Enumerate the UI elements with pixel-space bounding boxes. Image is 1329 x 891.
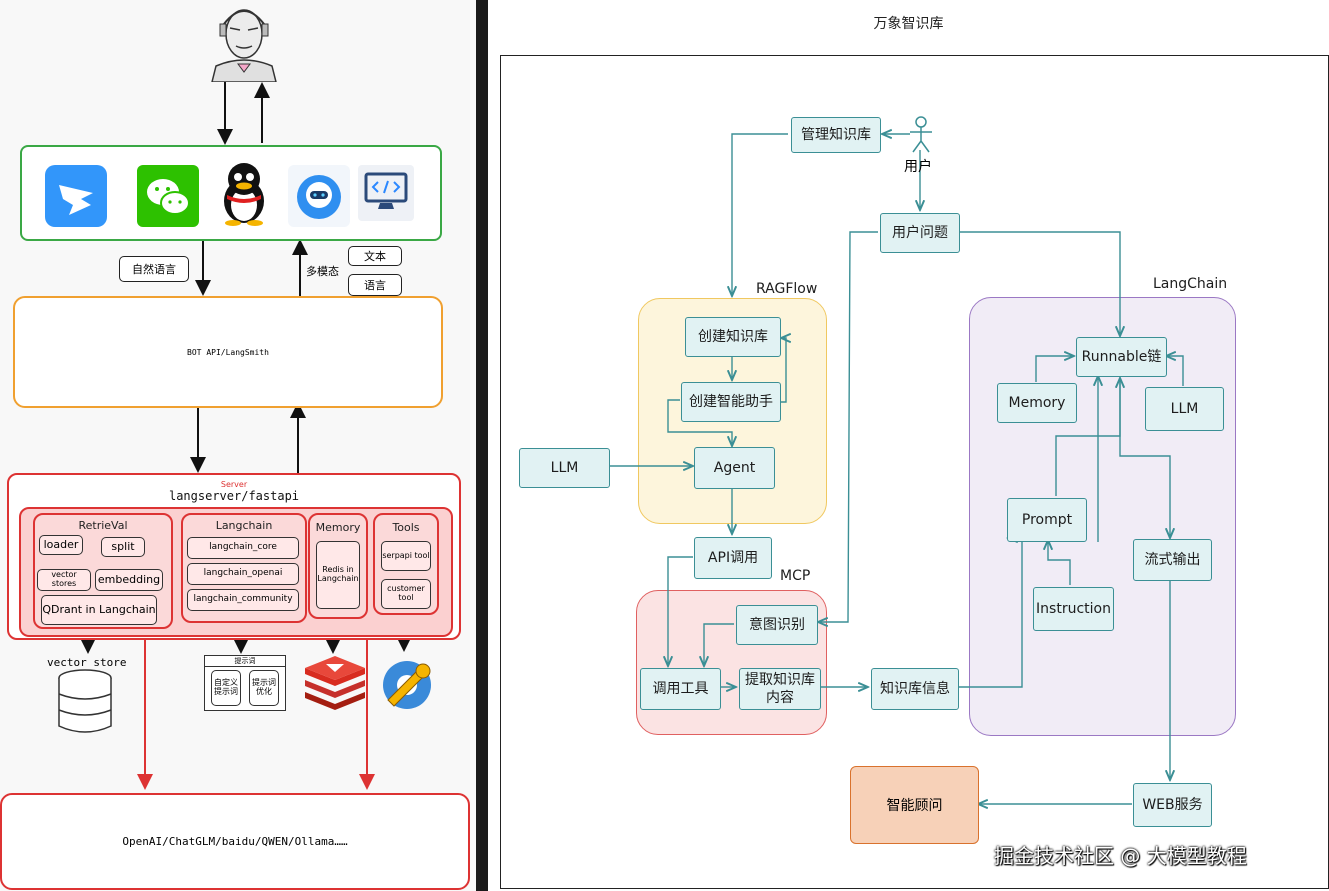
create-assistant-node: 创建智能助手 xyxy=(681,382,781,422)
voice-note: 语言 xyxy=(348,274,402,296)
memory-module: Memory Redis in Langchain xyxy=(308,513,368,619)
prompt-card-title: 提示词 xyxy=(205,656,285,667)
natural-language-note: 自然语言 xyxy=(119,256,189,282)
database-icon xyxy=(58,669,112,733)
bot-assistant-icon[interactable] xyxy=(288,165,350,227)
web-console-icon[interactable] xyxy=(358,165,414,221)
vector-store-label: vector store xyxy=(47,656,127,669)
agent-node: Agent xyxy=(694,447,775,489)
prompt-card: 提示词 自定义提示词 提示词优化 xyxy=(204,655,286,711)
memory-title: Memory xyxy=(315,521,361,534)
custom-prompt-node: 自定义提示词 xyxy=(211,670,241,706)
runnable-node: Runnable链 xyxy=(1076,337,1167,377)
user-question-node: 用户问题 xyxy=(880,213,960,253)
watermark: 掘金技术社区 @ 大模型教程 xyxy=(994,844,1247,868)
vector-stores-node: vector stores xyxy=(37,569,91,591)
instruction-node: Instruction xyxy=(1033,587,1114,631)
langchain-title: Langchain xyxy=(215,519,273,532)
api-call-node: API调用 xyxy=(694,537,772,579)
tools-title: Tools xyxy=(392,521,420,534)
smart-advisor-node: 智能顾问 xyxy=(850,766,979,844)
qdrant-node: QDrant in Langchain xyxy=(41,595,157,625)
llm-providers-box: OpenAI/ChatGLM/baidu/QWEN/Ollama…… xyxy=(0,793,470,890)
bot-api-box: BOT API/LangSmith xyxy=(13,296,443,408)
server-label: Server xyxy=(220,480,248,489)
prompt-node: Prompt xyxy=(1007,498,1087,542)
prompt-optimize-node: 提示词优化 xyxy=(249,670,279,706)
kb-info-node: 知识库信息 xyxy=(871,668,959,710)
extract-kb-node: 提取知识库内容 xyxy=(739,668,821,710)
wechat-icon[interactable] xyxy=(137,165,199,227)
llm-input-node: LLM xyxy=(519,448,610,488)
architecture-panel: 自然语言 多模态 文本 语言 BOT API/LangSmith Server … xyxy=(0,0,476,891)
embedding-node: embedding xyxy=(95,569,163,591)
redis-icon xyxy=(305,656,365,710)
stream-output-node: 流式输出 xyxy=(1133,539,1212,581)
memory-node: Memory xyxy=(997,383,1077,423)
tools-gear-icon xyxy=(383,661,431,709)
serpapi-tool-node: serpapi tool xyxy=(381,541,431,571)
multimodal-label: 多模态 xyxy=(306,265,339,278)
langchain-community-node: langchain_community xyxy=(187,589,299,611)
text-note: 文本 xyxy=(348,246,402,266)
langchain-label: LangChain xyxy=(1153,276,1228,292)
customer-tool-node: customer tool xyxy=(381,579,431,609)
web-service-node: WEB服务 xyxy=(1133,783,1212,827)
wanxiang-kb-diagram: 万象智识库 xyxy=(488,0,1329,891)
qq-penguin-icon[interactable] xyxy=(217,161,271,227)
langchain-core-node: langchain_core xyxy=(187,537,299,559)
mcp-label: MCP xyxy=(780,568,811,584)
loader-node: loader xyxy=(39,535,83,555)
dingtalk-icon[interactable] xyxy=(45,165,107,227)
split-node: split xyxy=(101,537,145,557)
tools-module: Tools serpapi tool customer tool xyxy=(373,513,439,615)
call-tool-node: 调用工具 xyxy=(640,668,721,710)
create-kb-node: 创建知识库 xyxy=(685,317,781,357)
server-title: langserver/fastapi xyxy=(168,489,300,503)
manage-kb-node: 管理知识库 xyxy=(791,117,881,153)
langchain-openai-node: langchain_openai xyxy=(187,563,299,585)
diagram-title: 万象智识库 xyxy=(873,16,944,32)
retrieval-module: RetrieVal loader split vector stores emb… xyxy=(33,513,173,629)
channel-box xyxy=(20,145,442,241)
left-connectors xyxy=(80,82,412,790)
llm-node: LLM xyxy=(1145,387,1224,431)
panel-divider xyxy=(476,0,488,891)
redis-node: Redis in Langchain xyxy=(316,541,360,609)
retrieval-title: RetrieVal xyxy=(78,519,128,532)
ragflow-label: RAGFlow xyxy=(756,281,818,297)
user-avatar-icon xyxy=(211,9,277,82)
user-figure-icon xyxy=(910,116,932,153)
intent-node: 意图识别 xyxy=(736,605,818,645)
user-label: 用户 xyxy=(904,159,932,175)
langchain-module: Langchain langchain_core langchain_opena… xyxy=(181,513,307,623)
